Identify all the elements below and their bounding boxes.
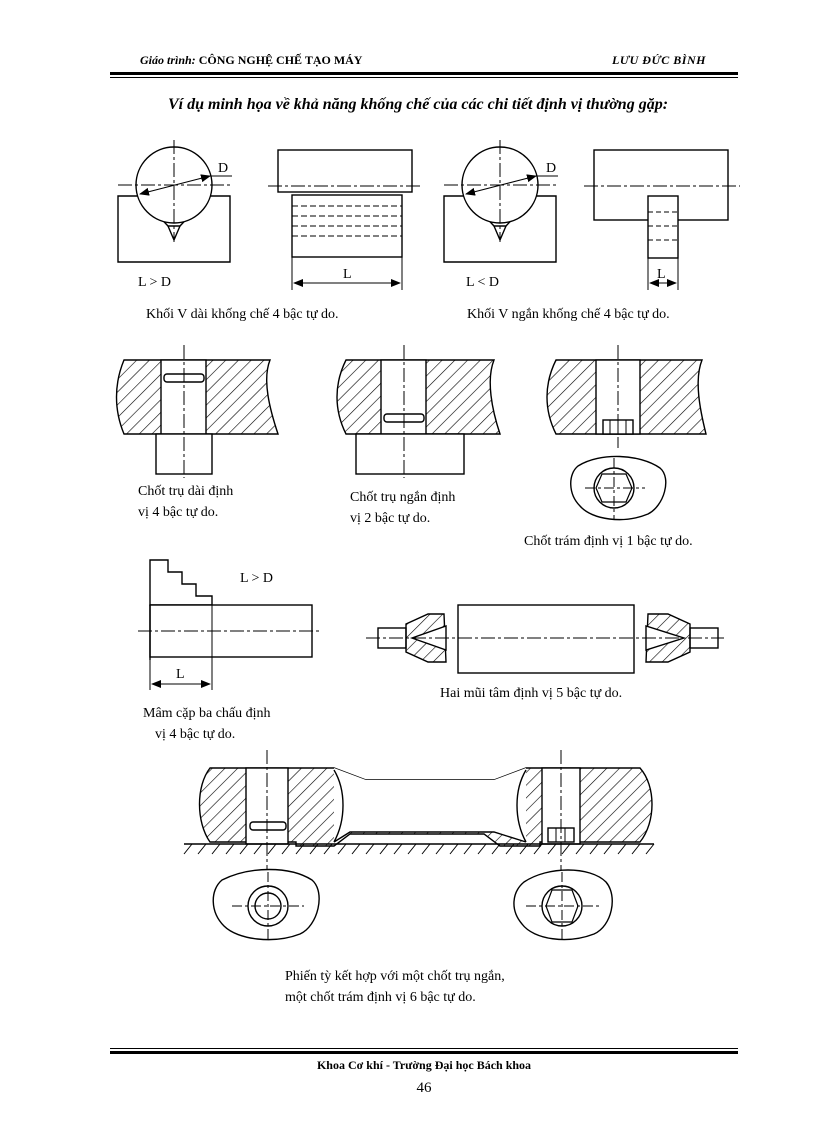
caption-plate-line1: Phiến tỳ kết hợp với một chốt trụ ngắn, bbox=[285, 969, 505, 984]
caption-chuck: Mâm cặp ba chấu định vị 4 bậc tự do. bbox=[143, 703, 271, 745]
header-rule-thick bbox=[110, 72, 738, 75]
header-book-title: Giáo trình: CÔNG NGHỆ CHẾ TẠO MÁY bbox=[140, 53, 362, 68]
caption-chuck-line1: Mâm cặp ba chấu định bbox=[143, 706, 271, 721]
v-long-dim-l: L bbox=[343, 267, 352, 282]
caption-short-pin-line1: Chốt trụ ngắn định bbox=[350, 490, 456, 505]
footer-faculty: Khoa Cơ khí - Trường Đại học Bách khoa bbox=[316, 1058, 532, 1072]
short-pin-drawing bbox=[336, 345, 501, 478]
centers-drawing bbox=[366, 604, 724, 674]
caption-long-pin-line1: Chốt trụ dài định bbox=[138, 484, 234, 499]
caption-plate-assembly: Phiến tỳ kết hợp với một chốt trụ ngắn, … bbox=[285, 966, 505, 1008]
diamond-pin-drawing bbox=[546, 345, 707, 521]
header-author: LƯU ĐỨC BÌNH bbox=[612, 53, 706, 67]
chuck-drawing bbox=[138, 559, 322, 690]
long-pin-drawing bbox=[115, 345, 279, 478]
chuck-dim-l: L bbox=[176, 667, 185, 682]
v-short-condition: L < D bbox=[466, 275, 499, 290]
caption-short-pin-line2: vị 2 bậc tự do. bbox=[350, 511, 431, 526]
v-block-short-side bbox=[584, 149, 740, 290]
caption-v-block-short: Khối V ngắn khống chế 4 bậc tự do. bbox=[467, 307, 670, 322]
caption-diamond-pin: Chốt trám định vị 1 bậc tự do. bbox=[524, 534, 693, 549]
v-long-condition: L > D bbox=[138, 275, 171, 290]
header-book-name: CÔNG NGHỆ CHẾ TẠO MÁY bbox=[198, 53, 363, 67]
header-book-prefix: Giáo trình: bbox=[140, 53, 196, 67]
header-rule-thin bbox=[110, 77, 738, 78]
caption-centers: Hai mũi tâm định vị 5 bậc tự do. bbox=[440, 686, 623, 701]
caption-short-pin: Chốt trụ ngắn định vị 2 bậc tự do. bbox=[350, 487, 455, 529]
caption-chuck-line2: vị 4 bậc tự do. bbox=[155, 727, 236, 742]
caption-long-pin-line2: vị 4 bậc tự do. bbox=[138, 505, 219, 520]
section-title: Ví dụ minh họa về khả năng khống chế của… bbox=[168, 96, 669, 113]
v-block-long-side bbox=[268, 149, 420, 290]
footer-rule-thin bbox=[110, 1048, 738, 1049]
caption-v-block-long: Khối V dài khống chế 4 bậc tự do. bbox=[146, 307, 339, 322]
footer-rule-thick bbox=[110, 1051, 738, 1054]
v-block-short-front bbox=[443, 140, 558, 263]
v-short-dim-l: L bbox=[657, 267, 666, 282]
caption-plate-line2: một chốt trám định vị 6 bậc tự do. bbox=[285, 990, 476, 1005]
chuck-condition: L > D bbox=[240, 571, 273, 586]
plate-assembly-drawing bbox=[183, 750, 655, 941]
v-short-dim-d: D bbox=[546, 161, 556, 176]
caption-long-pin: Chốt trụ dài định vị 4 bậc tự do. bbox=[138, 481, 233, 523]
v-long-dim-d: D bbox=[218, 161, 228, 176]
v-block-long-front bbox=[117, 140, 232, 263]
page-number: 46 bbox=[416, 1080, 432, 1096]
